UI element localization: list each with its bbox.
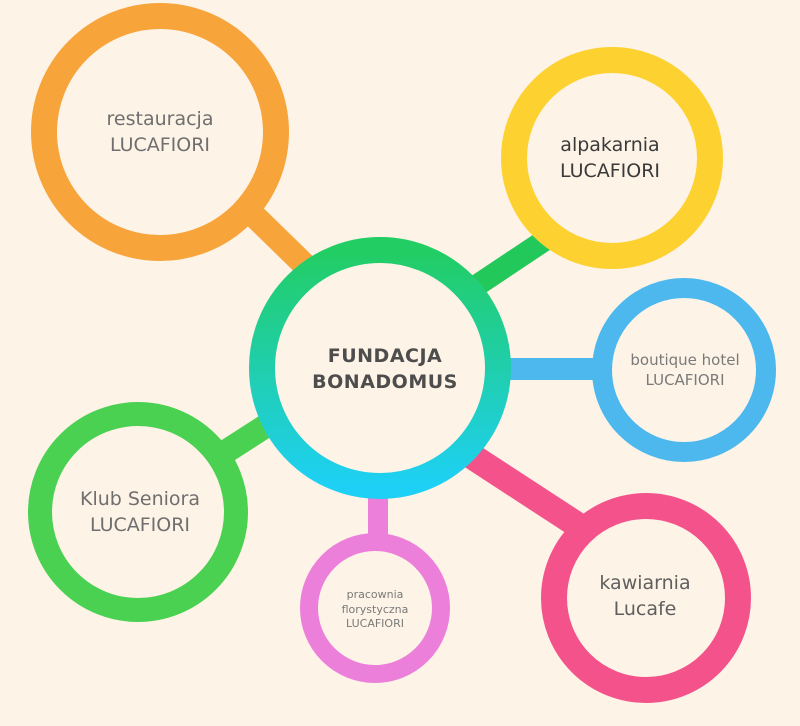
node-label-klub: Klub Seniora LUCAFIORI: [40, 478, 240, 548]
pracownia-line-3: LUCAFIORI: [346, 617, 404, 631]
center-node-label: FUNDACJA BONADOMUS: [300, 330, 470, 410]
node-ring-pracownia: [300, 533, 450, 683]
connector-kawiarnia: [462, 444, 593, 541]
pracownia-line-1: pracownia: [346, 587, 404, 601]
node-ring-klub: [28, 402, 248, 622]
node-ring-boutique: [592, 278, 776, 462]
pracownia-line-2: florystyczna: [341, 602, 409, 616]
node-label-pracownia: pracownia florystyczna LUCAFIORI: [310, 575, 440, 645]
node-label-boutique: boutique hotel LUCAFIORI: [605, 340, 765, 400]
connector-alpakarnia: [463, 230, 552, 300]
center-node-ring: [249, 237, 511, 499]
restauracja-line-1: restauracja: [106, 108, 214, 131]
kawiarnia-line-2: Lucafe: [613, 598, 677, 620]
boutique-line-1: boutique hotel: [630, 350, 740, 369]
kawiarnia-line-1: kawiarnia: [599, 572, 691, 595]
node-label-kawiarnia: kawiarnia Lucafe: [565, 562, 725, 632]
boutique-line-2: LUCAFIORI: [645, 371, 725, 389]
center-label-line-1: FUNDACJA: [327, 345, 443, 368]
klub-line-2: LUCAFIORI: [89, 514, 191, 536]
klub-line-1: Klub Seniora: [79, 488, 201, 511]
node-ring-kawiarnia: [541, 493, 751, 703]
center-label-line-2: BONADOMUS: [312, 371, 458, 393]
alpakarnia-line-2: LUCAFIORI: [559, 160, 661, 182]
node-label-alpakarnia: alpakarnia LUCAFIORI: [510, 124, 710, 194]
node-ring-restauracja: [31, 3, 289, 261]
node-ring-alpakarnia: [501, 47, 723, 269]
alpakarnia-line-1: alpakarnia: [560, 134, 660, 157]
restauracja-line-2: LUCAFIORI: [109, 134, 211, 156]
node-label-restauracja: restauracja LUCAFIORI: [60, 98, 260, 168]
